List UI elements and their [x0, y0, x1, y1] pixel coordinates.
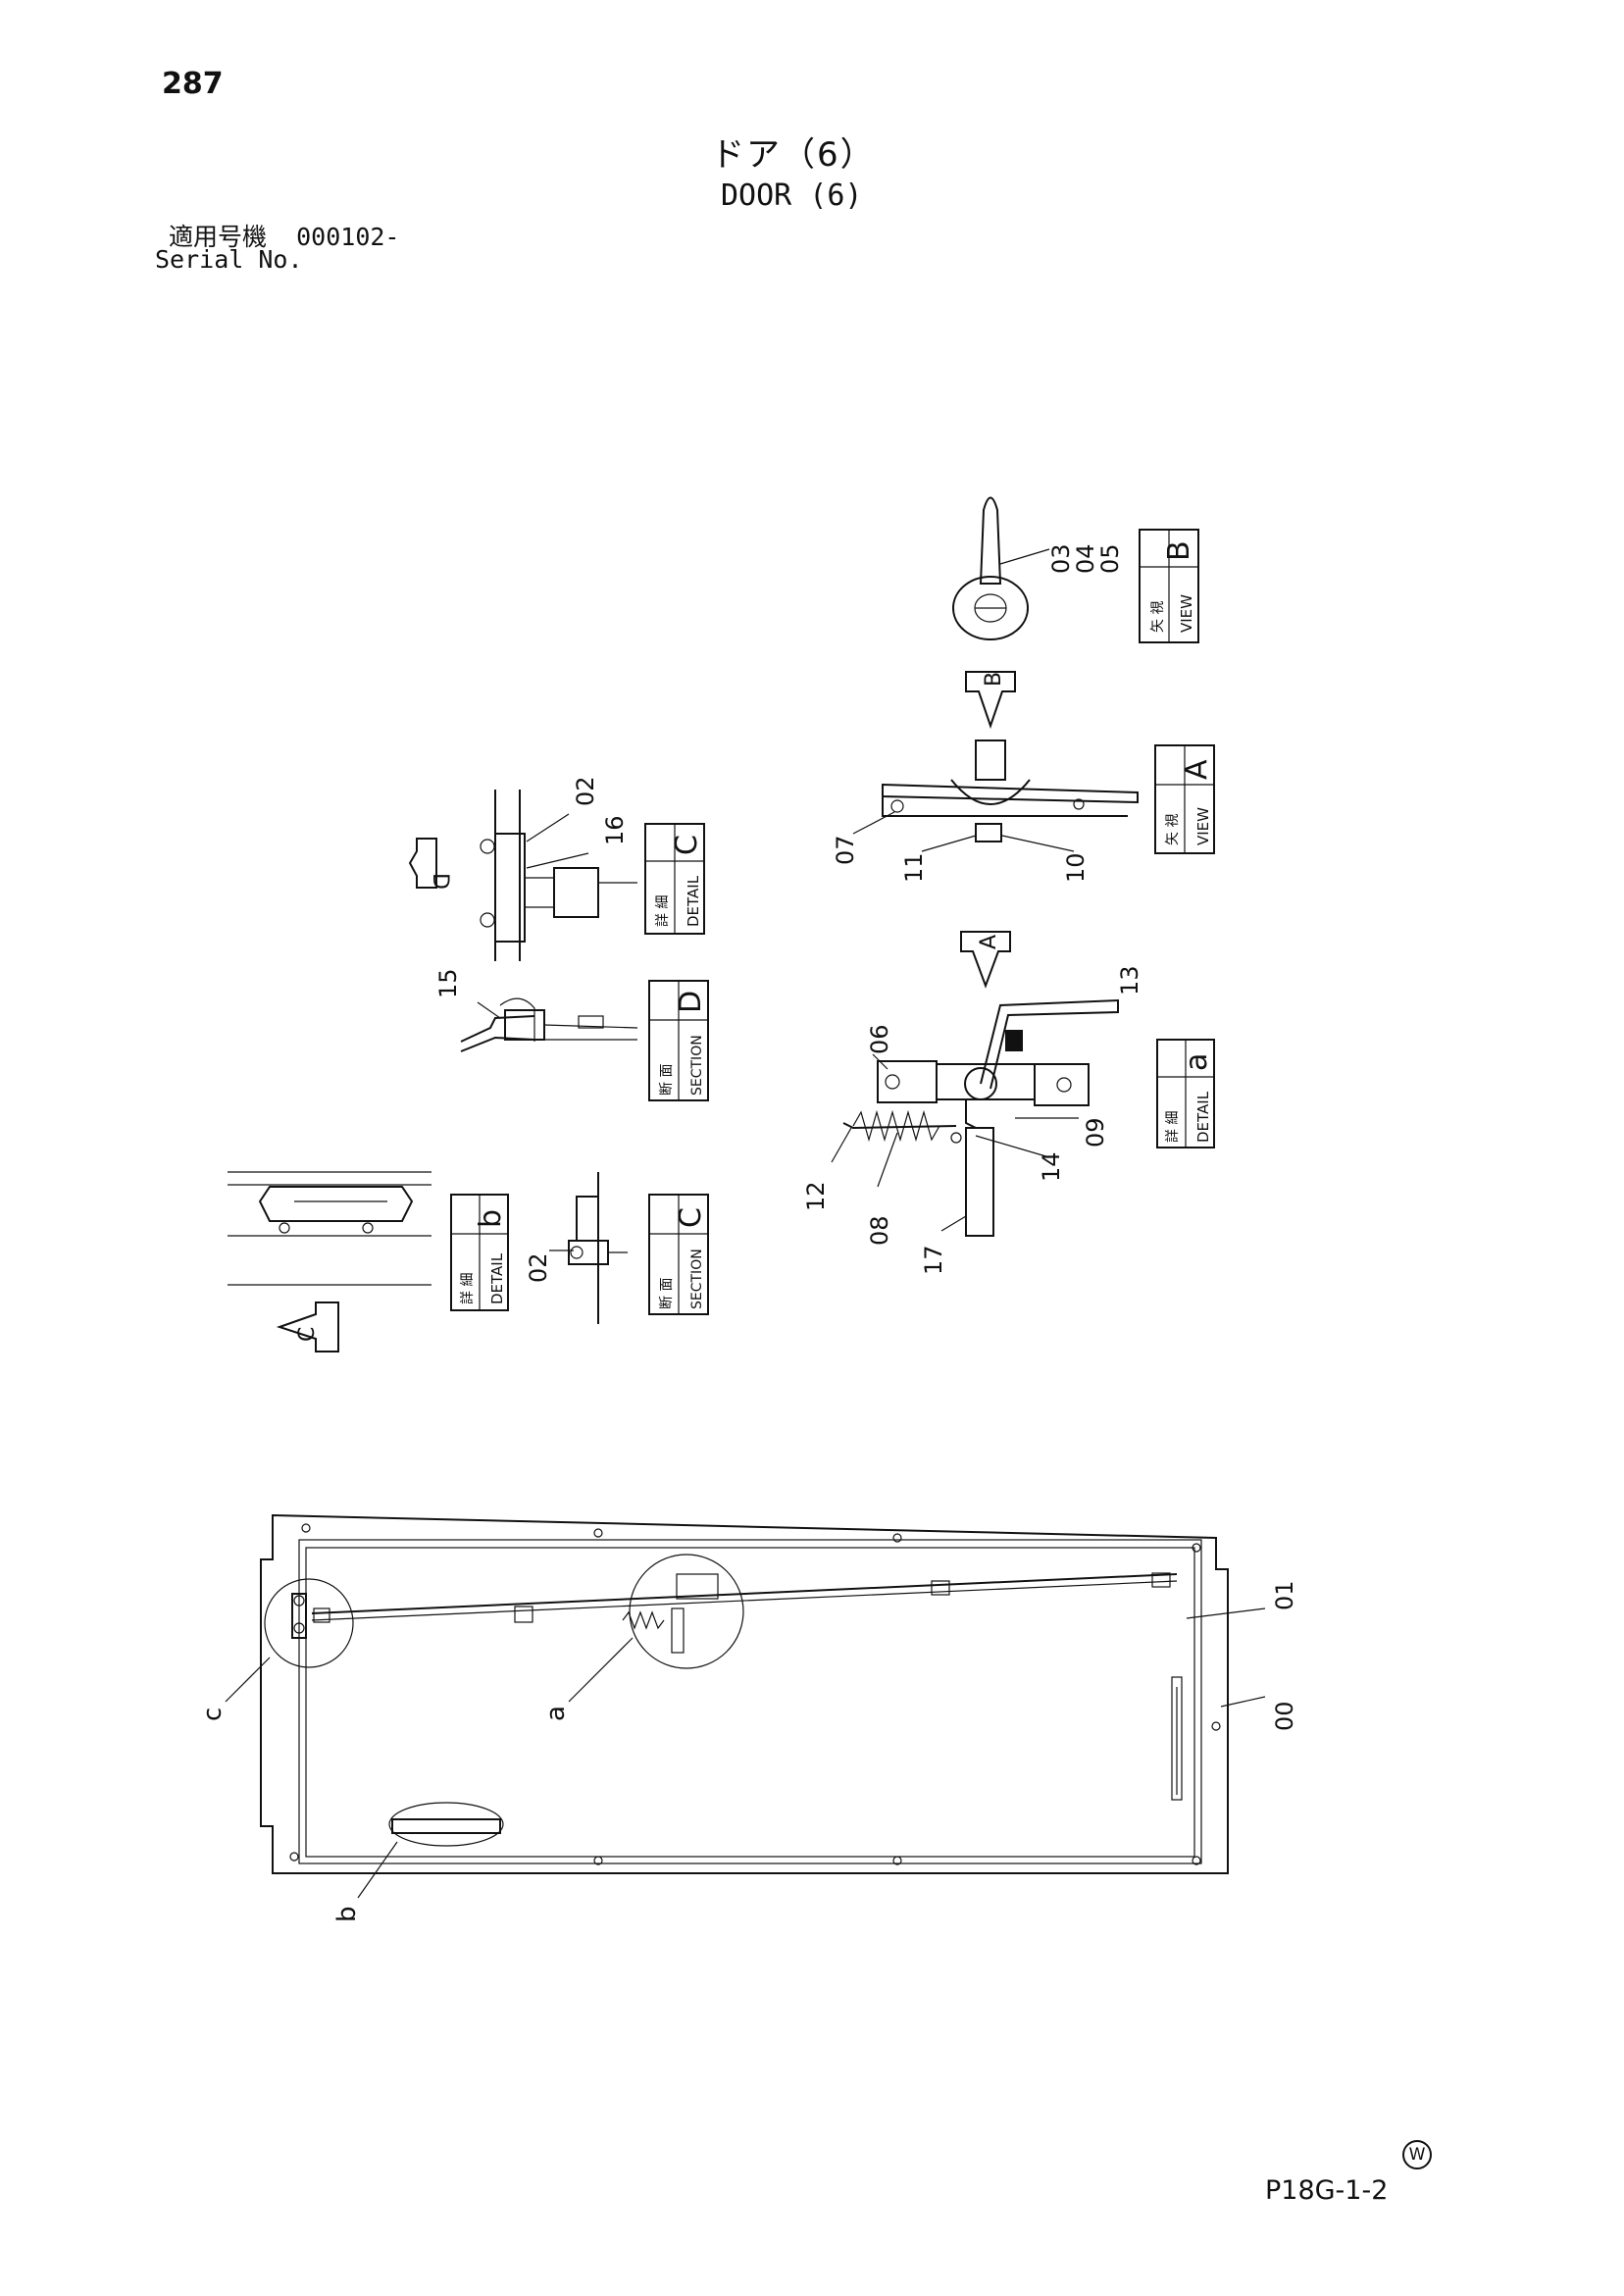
- section-d-jp: 断 面: [659, 1064, 675, 1096]
- callout-17: 17: [920, 1245, 947, 1275]
- label-detail-b: b DETAIL 詳 細: [450, 1194, 509, 1311]
- callout-a: a: [541, 1706, 571, 1721]
- callout-01: 01: [1271, 1580, 1298, 1610]
- section-view-c: [568, 1172, 628, 1324]
- drawing-code: P18G-1-2: [1265, 2175, 1389, 2206]
- detail-a-en: DETAIL: [1194, 1091, 1212, 1143]
- view-arrow-d: D: [408, 838, 452, 890]
- callout-04: 04: [1072, 543, 1099, 574]
- page-number: 287: [162, 67, 224, 101]
- detail-c-jp: 詳 細: [655, 895, 671, 927]
- serial-value: 000102-: [296, 223, 400, 251]
- hinge-detail-c: [480, 790, 637, 961]
- label-detail-a: a DETAIL 詳 細: [1156, 1039, 1215, 1148]
- title-japanese: ドア（6）: [711, 135, 876, 175]
- callout-10: 10: [1062, 852, 1090, 883]
- arrow-b-letter: B: [982, 672, 1006, 687]
- section-c-jp: 断 面: [659, 1278, 675, 1309]
- detail-a-letter: a: [1180, 1053, 1214, 1071]
- callout-08: 08: [866, 1215, 893, 1246]
- label-section-c: C SECTION 断 面: [648, 1194, 709, 1315]
- seal-detail-b: [228, 1171, 431, 1286]
- section-c-en: SECTION: [689, 1249, 705, 1309]
- view-a-letter: A: [1180, 759, 1214, 780]
- detail-circle-c: [264, 1578, 354, 1668]
- callout-13: 13: [1116, 965, 1143, 995]
- serial-line-japanese: 適用号機 000102-: [169, 218, 399, 253]
- arrow-a-letter: A: [977, 935, 1001, 949]
- callout-06: 06: [866, 1024, 893, 1054]
- detail-b-en: DETAIL: [488, 1252, 506, 1304]
- detail-a-jp: 詳 細: [1165, 1111, 1181, 1143]
- label-section-d: D SECTION 断 面: [648, 980, 709, 1101]
- callout-11: 11: [900, 852, 928, 883]
- callout-00: 00: [1271, 1701, 1298, 1731]
- view-b-en: VIEW: [1178, 594, 1195, 633]
- detail-c-letter: C: [670, 835, 704, 855]
- latch-detail-a: [842, 998, 1119, 1237]
- callout-c: c: [198, 1708, 228, 1721]
- view-arrow-c: C: [276, 1301, 339, 1352]
- callout-05: 05: [1096, 543, 1124, 574]
- view-b-letter: B: [1162, 540, 1196, 561]
- serial-label-jp: 適用号機: [169, 223, 268, 251]
- detail-b-jp: 詳 細: [460, 1273, 476, 1304]
- callout-12: 12: [802, 1181, 830, 1211]
- arrow-d-letter: D: [428, 873, 452, 890]
- callout-03: 03: [1047, 543, 1075, 574]
- label-view-b: B VIEW 矢 視: [1139, 529, 1199, 643]
- view-a-en: VIEW: [1194, 807, 1212, 845]
- view-arrow-a: A: [960, 931, 1011, 989]
- serial-label-english: Serial No.: [155, 245, 303, 274]
- callout-02-bottom: 02: [525, 1252, 552, 1283]
- callout-02-top: 02: [572, 776, 599, 806]
- title-english: DOOR (6): [721, 179, 863, 213]
- detail-c-en: DETAIL: [685, 875, 702, 927]
- callout-07: 07: [832, 835, 859, 865]
- callout-b: b: [332, 1906, 362, 1922]
- callout-09: 09: [1082, 1117, 1109, 1148]
- section-d-letter: D: [674, 991, 708, 1013]
- latch-view-a: [882, 740, 1139, 842]
- callout-14: 14: [1038, 1151, 1065, 1182]
- detail-b-letter: b: [474, 1209, 508, 1228]
- detail-circle-a: [622, 1554, 744, 1669]
- section-d-en: SECTION: [689, 1035, 705, 1096]
- callout-16: 16: [601, 815, 629, 845]
- view-b-jp: 矢 視: [1150, 601, 1166, 633]
- watermark-symbol: W: [1402, 2140, 1432, 2169]
- callout-15: 15: [434, 968, 462, 998]
- view-arrow-b: B: [965, 671, 1016, 730]
- label-detail-c: C DETAIL 詳 細: [644, 823, 705, 935]
- label-view-a: A VIEW 矢 視: [1154, 744, 1215, 854]
- door-frame: [260, 1513, 1229, 1874]
- view-a-jp: 矢 視: [1165, 814, 1181, 845]
- handle-view-b: [952, 496, 1050, 640]
- section-view-d: [460, 997, 638, 1052]
- section-c-letter: C: [674, 1207, 708, 1228]
- arrow-c-letter: C: [295, 1327, 320, 1342]
- detail-circle-b: [388, 1802, 504, 1847]
